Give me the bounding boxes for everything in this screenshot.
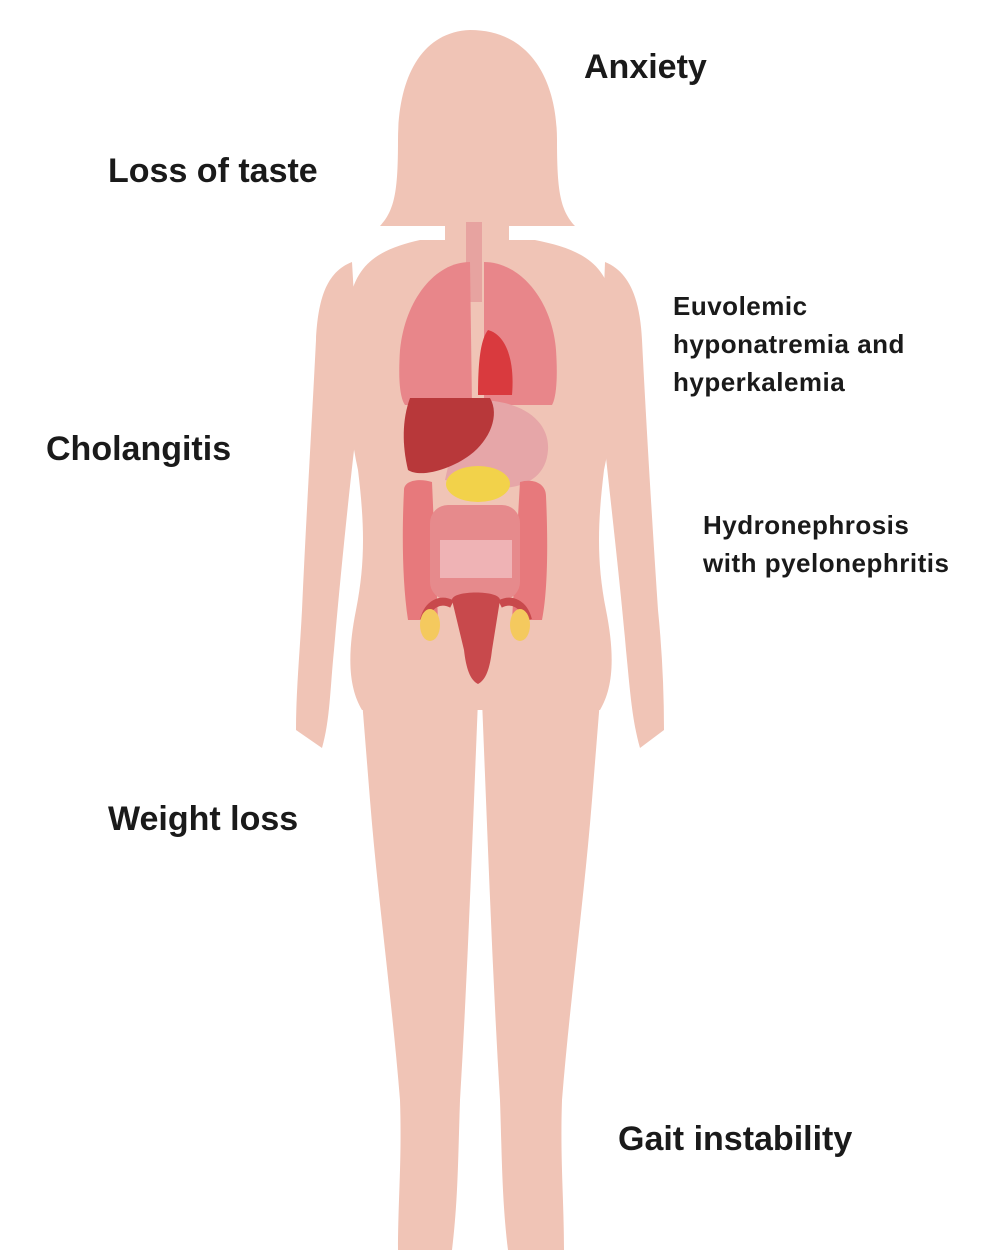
left-arm <box>296 262 360 748</box>
label-loss-of-taste: Loss of taste <box>108 152 318 191</box>
head <box>380 30 575 226</box>
label-euvolemic-line1: Euvolemic <box>673 287 905 325</box>
label-hydronephrosis-line2: with pyelonephritis <box>703 544 949 582</box>
left-leg <box>362 700 478 1250</box>
pancreas <box>446 466 510 502</box>
ovary-right <box>510 609 530 641</box>
label-euvolemic-line2: hyponatremia and <box>673 325 905 363</box>
label-weight-loss: Weight loss <box>108 800 298 839</box>
label-cholangitis: Cholangitis <box>46 430 231 469</box>
organs <box>399 222 557 684</box>
label-hydronephrosis: Hydronephrosis with pyelonephritis <box>703 506 949 582</box>
label-anxiety: Anxiety <box>584 48 707 87</box>
ovary-left <box>420 609 440 641</box>
label-gait-instability: Gait instability <box>618 1120 852 1159</box>
label-euvolemic-hyponatremia: Euvolemic hyponatremia and hyperkalemia <box>673 287 905 401</box>
right-leg <box>482 700 600 1250</box>
label-hydronephrosis-line1: Hydronephrosis <box>703 506 949 544</box>
label-euvolemic-line3: hyperkalemia <box>673 363 905 401</box>
small-intestine-loops <box>440 540 512 578</box>
